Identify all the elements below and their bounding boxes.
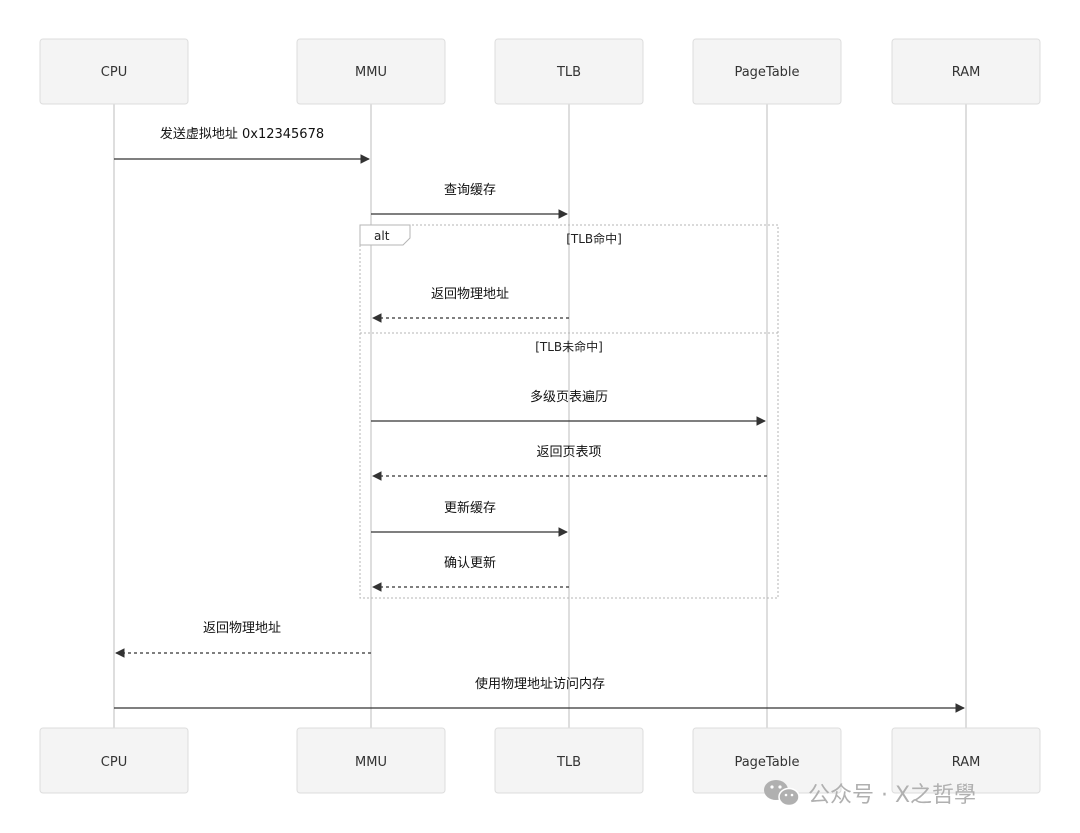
alt-condition-miss: [TLB未命中]	[535, 339, 603, 354]
message-7: 确认更新	[372, 555, 569, 592]
actor-top-cpu-label: CPU	[101, 65, 127, 80]
actor-top-mmu-label: MMU	[355, 65, 387, 80]
alt-condition-hit: [TLB命中]	[566, 231, 622, 246]
message-8-label: 返回物理地址	[203, 621, 281, 636]
message-6: 更新缓存	[371, 500, 568, 537]
message-2: 查询缓存	[371, 183, 568, 219]
actor-bottom-pagetable-label: PageTable	[734, 755, 799, 770]
actor-bottom-cpu: CPU	[39, 727, 189, 794]
wechat-icon	[764, 780, 800, 807]
message-4-label: 多级页表遍历	[530, 389, 608, 405]
message-9: 使用物理地址访问内存	[114, 676, 965, 713]
actor-top-cpu: CPU	[39, 38, 189, 105]
actor-bottom-pagetable: PageTable	[692, 727, 842, 794]
actor-top-mmu: MMU	[296, 38, 446, 105]
actor-bottom-tlb-label: TLB	[556, 755, 581, 770]
message-6-label: 更新缓存	[444, 500, 496, 516]
message-1: 发送虚拟地址 0x12345678	[114, 126, 370, 164]
actor-top-pagetable-label: PageTable	[734, 65, 799, 80]
message-3-label: 返回物理地址	[431, 287, 509, 302]
watermark: 公众号 · X之哲學	[764, 780, 976, 808]
alt-tag-label: alt	[374, 229, 390, 243]
message-4: 多级页表遍历	[371, 389, 766, 426]
message-8: 返回物理地址	[115, 621, 371, 658]
message-5: 返回页表项	[372, 445, 767, 481]
actor-bottom-ram-label: RAM	[952, 755, 981, 770]
message-5-label: 返回页表项	[536, 445, 601, 460]
alt-tag-box	[359, 224, 411, 246]
watermark-text: 公众号 · X之哲學	[808, 783, 976, 808]
actor-top-tlb-label: TLB	[556, 65, 581, 80]
actor-bottom-mmu-label: MMU	[355, 755, 387, 770]
actor-top-tlb: TLB	[494, 38, 644, 105]
actor-bottom-mmu: MMU	[296, 727, 446, 794]
actor-bottom-tlb: TLB	[494, 727, 644, 794]
actor-top-ram-label: RAM	[952, 65, 981, 80]
actor-top-pagetable: PageTable	[692, 38, 842, 105]
actor-top-ram: RAM	[891, 38, 1041, 105]
message-3: 返回物理地址	[372, 287, 569, 323]
actor-bottom-cpu-label: CPU	[101, 755, 127, 770]
message-7-label: 确认更新	[444, 555, 496, 571]
message-1-label: 发送虚拟地址 0x12345678	[160, 126, 324, 142]
alt-frame: alt [TLB命中] [TLB未命中]	[359, 224, 779, 599]
message-9-label: 使用物理地址访问内存	[475, 676, 605, 692]
actor-bottom-ram: RAM	[891, 727, 1041, 794]
message-2-label: 查询缓存	[444, 183, 496, 198]
